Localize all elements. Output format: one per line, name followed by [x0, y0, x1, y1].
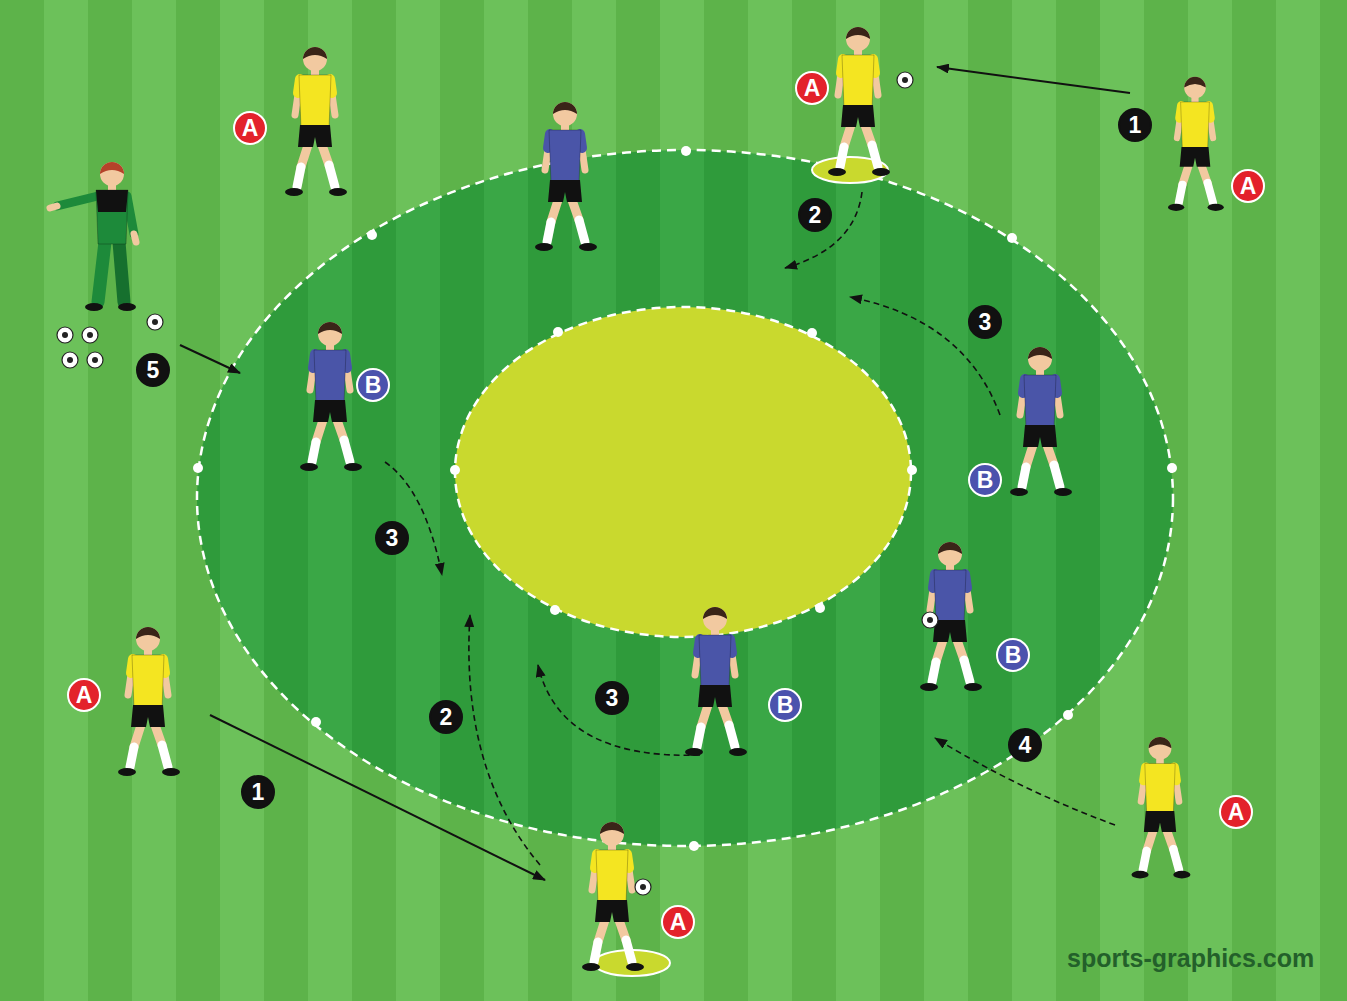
coach-figure — [50, 162, 136, 311]
callout-number: 3 — [595, 681, 629, 715]
ball-symbol — [147, 314, 163, 330]
team-badge-holder: A — [1231, 169, 1265, 203]
team-badge: A — [795, 71, 829, 105]
callout-number-holder: 2 — [429, 700, 463, 734]
callout-number: 4 — [1008, 728, 1042, 762]
team-badge: A — [1219, 795, 1253, 829]
callout-number-holder: 3 — [595, 681, 629, 715]
team-badge-holder: B — [356, 368, 390, 402]
team-badge: B — [356, 368, 390, 402]
player-figure — [118, 627, 180, 776]
player-figure — [920, 542, 982, 691]
ball-symbol — [57, 327, 73, 343]
team-badge-holder: A — [233, 111, 267, 145]
callout-number: 3 — [968, 305, 1002, 339]
team-badge-holder: A — [795, 71, 829, 105]
callout-number-holder: 5 — [136, 353, 170, 387]
team-badge: A — [1231, 169, 1265, 203]
callout-number: 1 — [241, 775, 275, 809]
team-badge: A — [67, 678, 101, 712]
callout-number-holder: 3 — [375, 521, 409, 555]
callout-number-holder: 1 — [241, 775, 275, 809]
callout-number-holder: 1 — [1118, 108, 1152, 142]
team-badge-holder: B — [768, 688, 802, 722]
watermark: sports-graphics.com — [1067, 944, 1314, 973]
team-badge-holder: A — [67, 678, 101, 712]
callout-number: 5 — [136, 353, 170, 387]
player-figure — [828, 27, 890, 176]
watermark-holder: sports-graphics.com — [1067, 944, 1314, 973]
cone-markers — [193, 146, 1177, 851]
inner-zone — [455, 307, 911, 637]
ball-symbol — [82, 327, 98, 343]
movement-arrows — [180, 67, 1130, 880]
callout-number: 1 — [1118, 108, 1152, 142]
ball-symbol — [922, 612, 938, 628]
team-badge-holder: A — [661, 905, 695, 939]
ball-symbol — [62, 352, 78, 368]
player-figure — [1168, 77, 1224, 211]
callout-number-holder: 3 — [968, 305, 1002, 339]
ball-symbol — [87, 352, 103, 368]
team-badge-holder: A — [1219, 795, 1253, 829]
player-figure — [285, 47, 347, 196]
team-badge: A — [661, 905, 695, 939]
callout-number-holder: 2 — [798, 198, 832, 232]
player-figure — [535, 102, 597, 251]
team-badge-holder: B — [968, 463, 1002, 497]
player-figure — [1010, 347, 1072, 496]
ball-symbol — [897, 72, 913, 88]
callout-number-holder: 4 — [1008, 728, 1042, 762]
player-figure — [685, 607, 747, 756]
team-badge: B — [768, 688, 802, 722]
ball-symbol — [635, 879, 651, 895]
callout-number: 2 — [429, 700, 463, 734]
team-badge: A — [233, 111, 267, 145]
team-badge-holder: B — [996, 638, 1030, 672]
player-figure — [582, 822, 644, 971]
team-badge: B — [996, 638, 1030, 672]
player-figure — [300, 322, 362, 471]
outer-zone — [197, 150, 1173, 846]
player-figure — [1132, 737, 1191, 879]
callout-number: 3 — [375, 521, 409, 555]
team-badge: B — [968, 463, 1002, 497]
callout-number: 2 — [798, 198, 832, 232]
